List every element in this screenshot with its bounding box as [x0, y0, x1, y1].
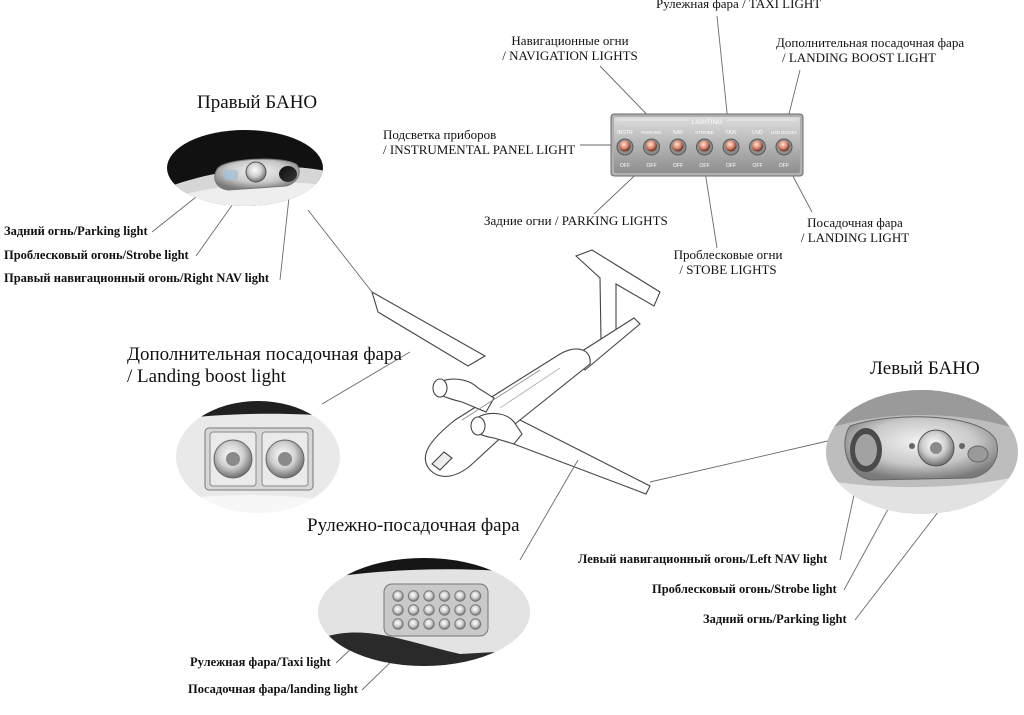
led-icon [438, 618, 451, 630]
panel-switch-off-label: OFF [673, 163, 683, 169]
led-icon [454, 604, 466, 616]
led-icon [392, 618, 404, 630]
instrument-panel-callout-en: / INSTRUMENTAL PANEL LIGHT [383, 141, 576, 157]
led-icon [469, 618, 482, 630]
taxi-landing-item-landing: Посадочная фара/landing light [188, 682, 358, 696]
panel-toggle-icon [725, 140, 737, 152]
strobe-lights-callout: Проблесковые огни / STOBE LIGHTS [666, 247, 790, 278]
landing-light-callout-ru: Посадочная фара [807, 215, 903, 230]
led-icon [423, 604, 435, 616]
instrument-panel-callout: Подсветка приборов / INSTRUMENTAL PANEL … [383, 127, 576, 158]
left-bano-item-parking: Задний огнь/Parking light [703, 612, 847, 626]
panel-switch-strobe: STROBE OFF [695, 130, 714, 169]
panel-switch-label: LND [752, 130, 763, 136]
led-icon [407, 590, 420, 602]
panel-switch-label: INSTR [617, 130, 633, 136]
panel-toggle-icon [752, 140, 763, 152]
led-icon [438, 604, 451, 616]
panel-switch-label: PARKING [641, 130, 662, 135]
airplane-drawing [371, 249, 661, 495]
panel-switch-off-label: OFF [726, 163, 736, 169]
leader-lines [151, 15, 973, 691]
left-bano-title: Левый БАНО [870, 358, 980, 379]
nav-lights-callout-ru: Навигационные огни [511, 33, 629, 48]
taxi-landing-item-taxi: Рулежная фара/Taxi light [190, 655, 331, 669]
panel-switch-label: LND BOOST [771, 130, 798, 135]
led-icon [469, 604, 482, 616]
led-icon [392, 604, 404, 616]
taxi-landing-title: Рулежно-посадочная фара [307, 515, 520, 536]
led-icon [469, 590, 482, 602]
panel-switch-label: TAXI [725, 130, 736, 136]
led-icon [423, 590, 435, 602]
panel-switch-off-label: OFF [779, 163, 789, 169]
boost-title: Дополнительная посадочная фара / Landing… [127, 344, 402, 388]
right-bano-photo [167, 130, 323, 206]
left-bano-item-nav: Левый навигационный огонь/Left NAV light [578, 552, 828, 566]
panel-header: LIGHTING [692, 119, 723, 126]
led-icon [407, 618, 420, 630]
panel-switch-lnd-boost: LND BOOST OFF [771, 130, 798, 169]
landing-light-callout: Посадочная фара / LANDING LIGHT [790, 215, 920, 246]
panel-switch-label: STROBE [695, 130, 714, 135]
right-bano-title: Правый БАНО [197, 92, 318, 113]
landing-boost-callout-ru: Дополнительная посадочная фара [776, 35, 965, 50]
nav-lights-callout-en: / NAVIGATION LIGHTS [502, 47, 638, 63]
panel-switch-off-label: OFF [752, 163, 762, 169]
panel-switch-nav: NAV OFF [669, 130, 687, 169]
left-bano-item-strobe: Проблесковый огонь/Strobe light [652, 582, 837, 596]
panel-switch-lnd: LND OFF [749, 130, 766, 169]
right-bano-item-strobe: Проблесковый огонь/Strobe light [4, 248, 189, 262]
panel-toggle-icon [672, 140, 684, 152]
nav-lights-callout: Навигационные огни / NAVIGATION LIGHTS [496, 33, 644, 64]
right-bano-item-nav: Правый навигационный огонь/Right NAV lig… [4, 271, 270, 285]
parking-lights-callout: Задние огни / PARKING LIGHTS [484, 213, 668, 228]
taxi-landing-photo [318, 558, 530, 666]
panel-switch-instr: INSTR OFF [616, 130, 634, 169]
led-icon [407, 604, 420, 616]
panel-toggle-icon [646, 140, 657, 152]
landing-light-callout-en: / LANDING LIGHT [800, 229, 910, 245]
instrument-panel-callout-ru: Подсветка приборов [383, 127, 497, 142]
landing-boost-callout-en: / LANDING BOOST LIGHT [782, 49, 936, 65]
strobe-lights-callout-ru: Проблесковые огни [673, 247, 783, 262]
led-icon [438, 590, 451, 602]
panel-toggle-icon [699, 140, 710, 152]
panel-toggle-icon [619, 140, 631, 152]
boost-title-ru: Дополнительная посадочная фара [127, 344, 402, 365]
landing-boost-callout: Дополнительная посадочная фара / LANDING… [776, 35, 965, 66]
panel-switch-off-label: OFF [646, 163, 656, 169]
lighting-control-panel: LIGHTING INSTR OFF PARKING OFF NAV OFF STROBE O… [610, 113, 804, 177]
right-bano-item-parking: Задний огнь/Parking light [4, 224, 148, 238]
led-icon [423, 618, 435, 630]
panel-switch-off-label: OFF [620, 163, 630, 169]
led-icon [392, 590, 404, 602]
strobe-lights-callout-en: / STOBE LIGHTS [679, 261, 777, 277]
panel-toggle-icon [778, 140, 790, 152]
left-bano-photo [826, 390, 1018, 514]
led-icon [454, 618, 466, 630]
panel-switch-taxi: TAXI OFF [722, 130, 740, 169]
panel-switch-off-label: OFF [699, 163, 709, 169]
landing-boost-photo [176, 401, 340, 513]
boost-title-en: / Landing boost light [127, 365, 286, 387]
panel-switch-parking: PARKING OFF [641, 130, 662, 169]
led-icon [454, 590, 466, 602]
taxi-light-callout: Рулежная фара / TAXI LIGHT [656, 0, 822, 11]
panel-switch-label: NAV [673, 130, 684, 136]
